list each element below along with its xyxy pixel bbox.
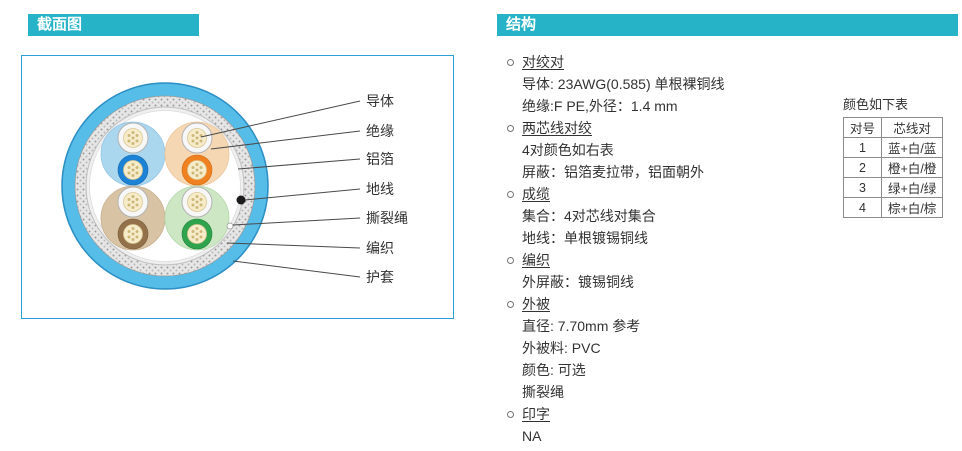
bullet-icon [507,190,514,198]
spec-item-title: 印字 [522,406,550,422]
spec-item-title: 外被 [522,296,550,312]
label-braid: 编织 [366,240,394,256]
table-cell: 蓝+白/蓝 [881,137,944,158]
conductor-strands [123,192,143,212]
spec-detail-line: 4对颜色如右表 [522,142,614,158]
spec-detail-line: 导体: 23AWG(0.585) 单根裸铜线 [522,76,725,92]
structure-content: 对绞对 导体: 23AWG(0.585) 单根裸铜线 绝缘:F PE,外径：1.… [497,36,958,447]
section-header-cross-section: 截面图 [28,14,199,36]
bullet-icon [507,256,514,264]
pair-brown [100,185,166,251]
pair-green [164,185,230,251]
spec-detail-line: 外屏蔽：镀锡铜线 [522,274,634,290]
spec-title-row: 两芯线对绞 [497,117,958,139]
bullet-icon [507,300,514,308]
bullet-icon [507,410,514,418]
spec-detail-line: 撕裂绳 [522,384,564,400]
leader-line-braid [226,242,361,249]
spec-item-printing: 印字 NA [497,403,958,447]
spec-item-cabling: 成缆 集合：4对芯线对集合 地线：单根镀锡铜线 [497,183,958,249]
rip-cord-dot [226,222,234,230]
conductor-strands [123,160,143,180]
leader-line-ripcord [232,217,361,226]
leader-line-conductor [200,100,361,138]
spec-item-title: 编织 [522,252,550,268]
table-row: 4 棕+白/棕 [842,197,944,218]
conductor-strands [187,224,207,244]
spec-detail-line: 屏蔽：铝箔麦拉带，铝面朝外 [522,164,704,180]
bullet-icon [507,124,514,132]
spec-detail-line: NA [522,428,542,444]
table-row: 3 绿+白/绿 [842,177,944,198]
spec-item-title: 两芯线对绞 [522,120,592,136]
pair-green-wrap [164,185,230,251]
pair-color-table: 对号 芯线对 1 蓝+白/蓝 2 橙+白/橙 3 绿+白/绿 4 棕+白/棕 [842,117,944,218]
table-header-cell-pair-no: 对号 [842,117,883,138]
spec-title-row: 外被 [497,293,958,315]
table-cell: 橙+白/橙 [881,157,944,178]
spec-title-row: 印字 [497,403,958,425]
conductor-strands [187,128,207,148]
spec-title-row: 编织 [497,249,958,271]
structure-title: 结构 [506,16,537,33]
spec-detail-line: 地线：单根镀锡铜线 [522,230,648,246]
label-jacket: 护套 [366,269,394,285]
table-cell: 3 [842,177,883,198]
spec-item-title: 成缆 [522,186,550,202]
table-cell: 1 [842,137,883,158]
spec-detail-line: 外被料: PVC [522,340,601,356]
structure-spec-list: 对绞对 导体: 23AWG(0.585) 单根裸铜线 绝缘:F PE,外径：1.… [497,36,958,447]
table-header-cell-core-pair: 芯线对 [881,117,944,138]
spec-item-braid: 编织 外屏蔽：镀锡铜线 [497,249,958,293]
cable-cross-section-diagram: 导体 绝缘 铝箔 地线 撕裂绳 编织 护套 [61,82,408,290]
conductor-strands [123,128,143,148]
spec-item-two-core-twist: 两芯线对绞 4对颜色如右表 屏蔽：铝箔麦拉带，铝面朝外 [497,117,958,183]
cross-section-title: 截面图 [37,16,83,33]
label-ripcord: 撕裂绳 [366,210,408,226]
leader-line-jacket [232,260,361,278]
spec-item-outer-jacket: 外被 直径: 7.70mm 参考 外被料: PVC 颜色: 可选 撕裂绳 [497,293,958,403]
cross-section-box: 导体 绝缘 铝箔 地线 撕裂绳 编织 护套 [21,55,454,319]
leader-line-foil [237,158,361,170]
color-table-title: 颜色如下表 [843,97,909,112]
table-row: 1 蓝+白/蓝 [842,137,944,158]
bullet-icon [507,58,514,66]
table-header-row: 对号 芯线对 [842,117,944,138]
table-cell: 绿+白/绿 [881,177,944,198]
spec-detail-line: 直径: 7.70mm 参考 [522,318,641,334]
label-insulation: 绝缘 [366,123,394,139]
spec-detail-line: 颜色: 可选 [522,362,586,378]
spec-title-row: 对绞对 [497,51,958,73]
pair-blue [100,121,166,187]
pair-orange [164,121,230,187]
conductor-strands [123,224,143,244]
ground-wire-dot [236,195,246,205]
label-conductor: 导体 [366,93,394,109]
spec-title-row: 成缆 [497,183,958,205]
table-row: 2 橙+白/橙 [842,157,944,178]
spec-detail-line: 集合：4对芯线对集合 [522,208,656,224]
conductor-strands [187,160,207,180]
label-foil: 铝箔 [366,151,394,167]
spec-item-twisted-pair: 对绞对 导体: 23AWG(0.585) 单根裸铜线 绝缘:F PE,外径：1.… [497,51,958,117]
leader-line-ground [244,188,361,201]
table-cell: 4 [842,197,883,218]
conductor-strands [187,192,207,212]
spec-detail-line: 绝缘:F PE,外径：1.4 mm [522,98,678,114]
table-cell: 2 [842,157,883,178]
leader-line-insulation [210,130,361,150]
table-cell: 棕+白/棕 [881,197,944,218]
spec-item-title: 对绞对 [522,54,564,70]
label-ground: 地线 [366,181,394,197]
section-header-structure: 结构 [497,14,958,36]
color-table: 颜色如下表 对号 芯线对 1 蓝+白/蓝 2 橙+白/橙 3 绿+白/绿 4 棕… [842,94,944,218]
